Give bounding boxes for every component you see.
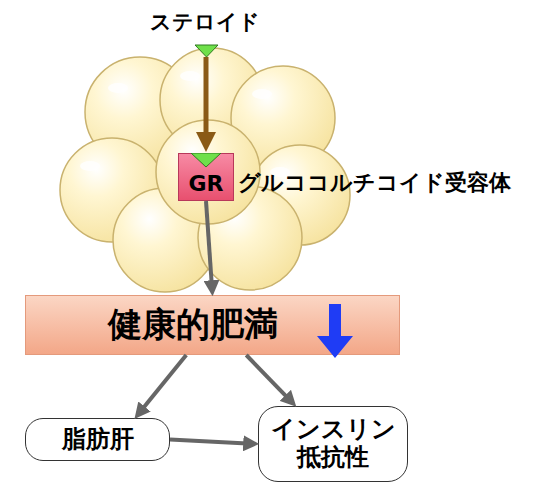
ligand-notch — [178, 153, 234, 173]
node-text: インスリン 抵抗性 — [267, 416, 399, 471]
decrease-arrow — [315, 304, 355, 360]
flow-arrow — [206, 201, 212, 289]
node-text: 脂肪肝 — [62, 426, 134, 454]
highlight — [80, 161, 100, 171]
receptor-box: GRグルココルチコイド受容体 — [178, 153, 234, 201]
highlight — [180, 71, 200, 81]
flow-arrow — [139, 355, 186, 413]
highlight — [108, 83, 128, 93]
drug-label: ステロイド — [150, 8, 260, 36]
outcome-box: 脂肪肝 — [25, 418, 170, 461]
decrease-arrow-shape — [317, 304, 353, 358]
bound-steroid — [191, 153, 221, 167]
node-caption: グルココルチコイド受容体 — [238, 168, 511, 198]
flow-arrow — [170, 440, 252, 444]
outcome-box: インスリン 抵抗性 — [258, 406, 408, 482]
steroid-symbol — [195, 45, 218, 57]
flow-arrow — [246, 355, 291, 402]
node-text: 健康的肥満 — [108, 305, 278, 344]
steroid-arrow — [204, 57, 209, 143]
state-band: 健康的肥満 — [25, 295, 400, 355]
node-text: GR — [189, 171, 224, 196]
highlight — [252, 89, 272, 99]
